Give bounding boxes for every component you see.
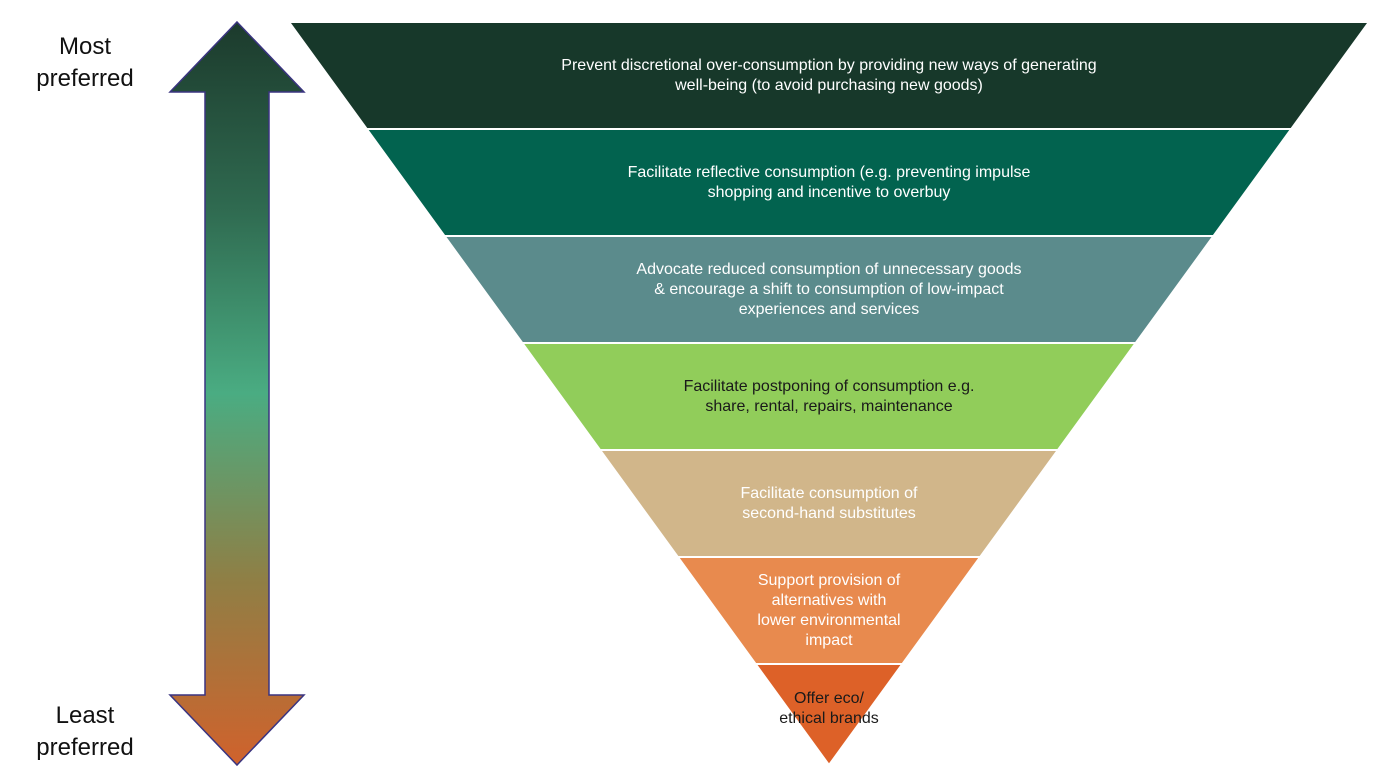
pyramid-level-6-line-2: alternatives with: [771, 591, 887, 609]
pyramid-level-5-text: Facilitate consumption of second-hand sub…: [688, 450, 970, 557]
pyramid-level-3-line-2: & encourage a shift to consumption of lo…: [654, 280, 1004, 298]
pyramid-level-2-text: Facilitate reflective consumption (e.g. …: [455, 129, 1204, 236]
pyramid-level-7-line-2: ethical brands: [779, 710, 879, 727]
pyramid-level-4-line-1: Facilitate postponing of consumption e.g…: [683, 377, 975, 395]
pyramid-level-2-line-1: Facilitate reflective consumption (e.g. …: [627, 163, 1031, 181]
pyramid-level-4-line-2: share, rental, repairs, maintenance: [705, 397, 953, 415]
pyramid-level-3-line-3: experiences and services: [738, 300, 920, 318]
pyramid-level-1-text: Prevent discretional over-consumption by…: [449, 22, 1209, 129]
double-arrow-icon: [168, 20, 306, 767]
pyramid-level-7-text: Offer eco/ethical brands: [749, 684, 909, 734]
pyramid-level-3-line-1: Advocate reduced consumption of unnecess…: [636, 260, 1022, 278]
pyramid-level-7-line-1: Offer eco/: [794, 690, 864, 707]
most-preferred-line-2: preferred: [36, 65, 134, 92]
pyramid-level-4-text: Facilitate postponing of consumption e.g…: [610, 343, 1048, 450]
pyramid-level-1-line-1: Prevent discretional over-consumption by…: [561, 56, 1097, 74]
least-preferred-line-2: preferred: [36, 734, 134, 761]
pyramid-level-6-line-1: Support provision of: [757, 571, 901, 589]
most-preferred-line-1: Most: [58, 33, 111, 60]
pyramid-level-3-text: Advocate reduced consumption of unnecess…: [532, 236, 1125, 343]
least-preferred-label: Least preferred: [0, 700, 170, 764]
pyramid-level-6-line-4: impact: [805, 631, 853, 649]
pyramid-level-5-line-2: second-hand substitutes: [742, 504, 916, 522]
most-preferred-label: Most preferred: [0, 31, 170, 95]
inverted-pyramid: [287, 21, 1371, 767]
pyramid-level-7: [753, 663, 905, 767]
least-preferred-line-1: Least: [55, 702, 115, 729]
pyramid-level-2-line-2: shopping and incentive to overbuy: [707, 183, 951, 201]
pyramid-level-1-line-2: well-being (to avoid purchasing new good…: [675, 76, 983, 94]
pyramid-level-6-text: Support provision of alternatives with low…: [757, 557, 900, 664]
pyramid-level-5-line-1: Facilitate consumption of: [740, 484, 918, 502]
pyramid-level-6-line-3: lower environmental: [757, 611, 901, 629]
